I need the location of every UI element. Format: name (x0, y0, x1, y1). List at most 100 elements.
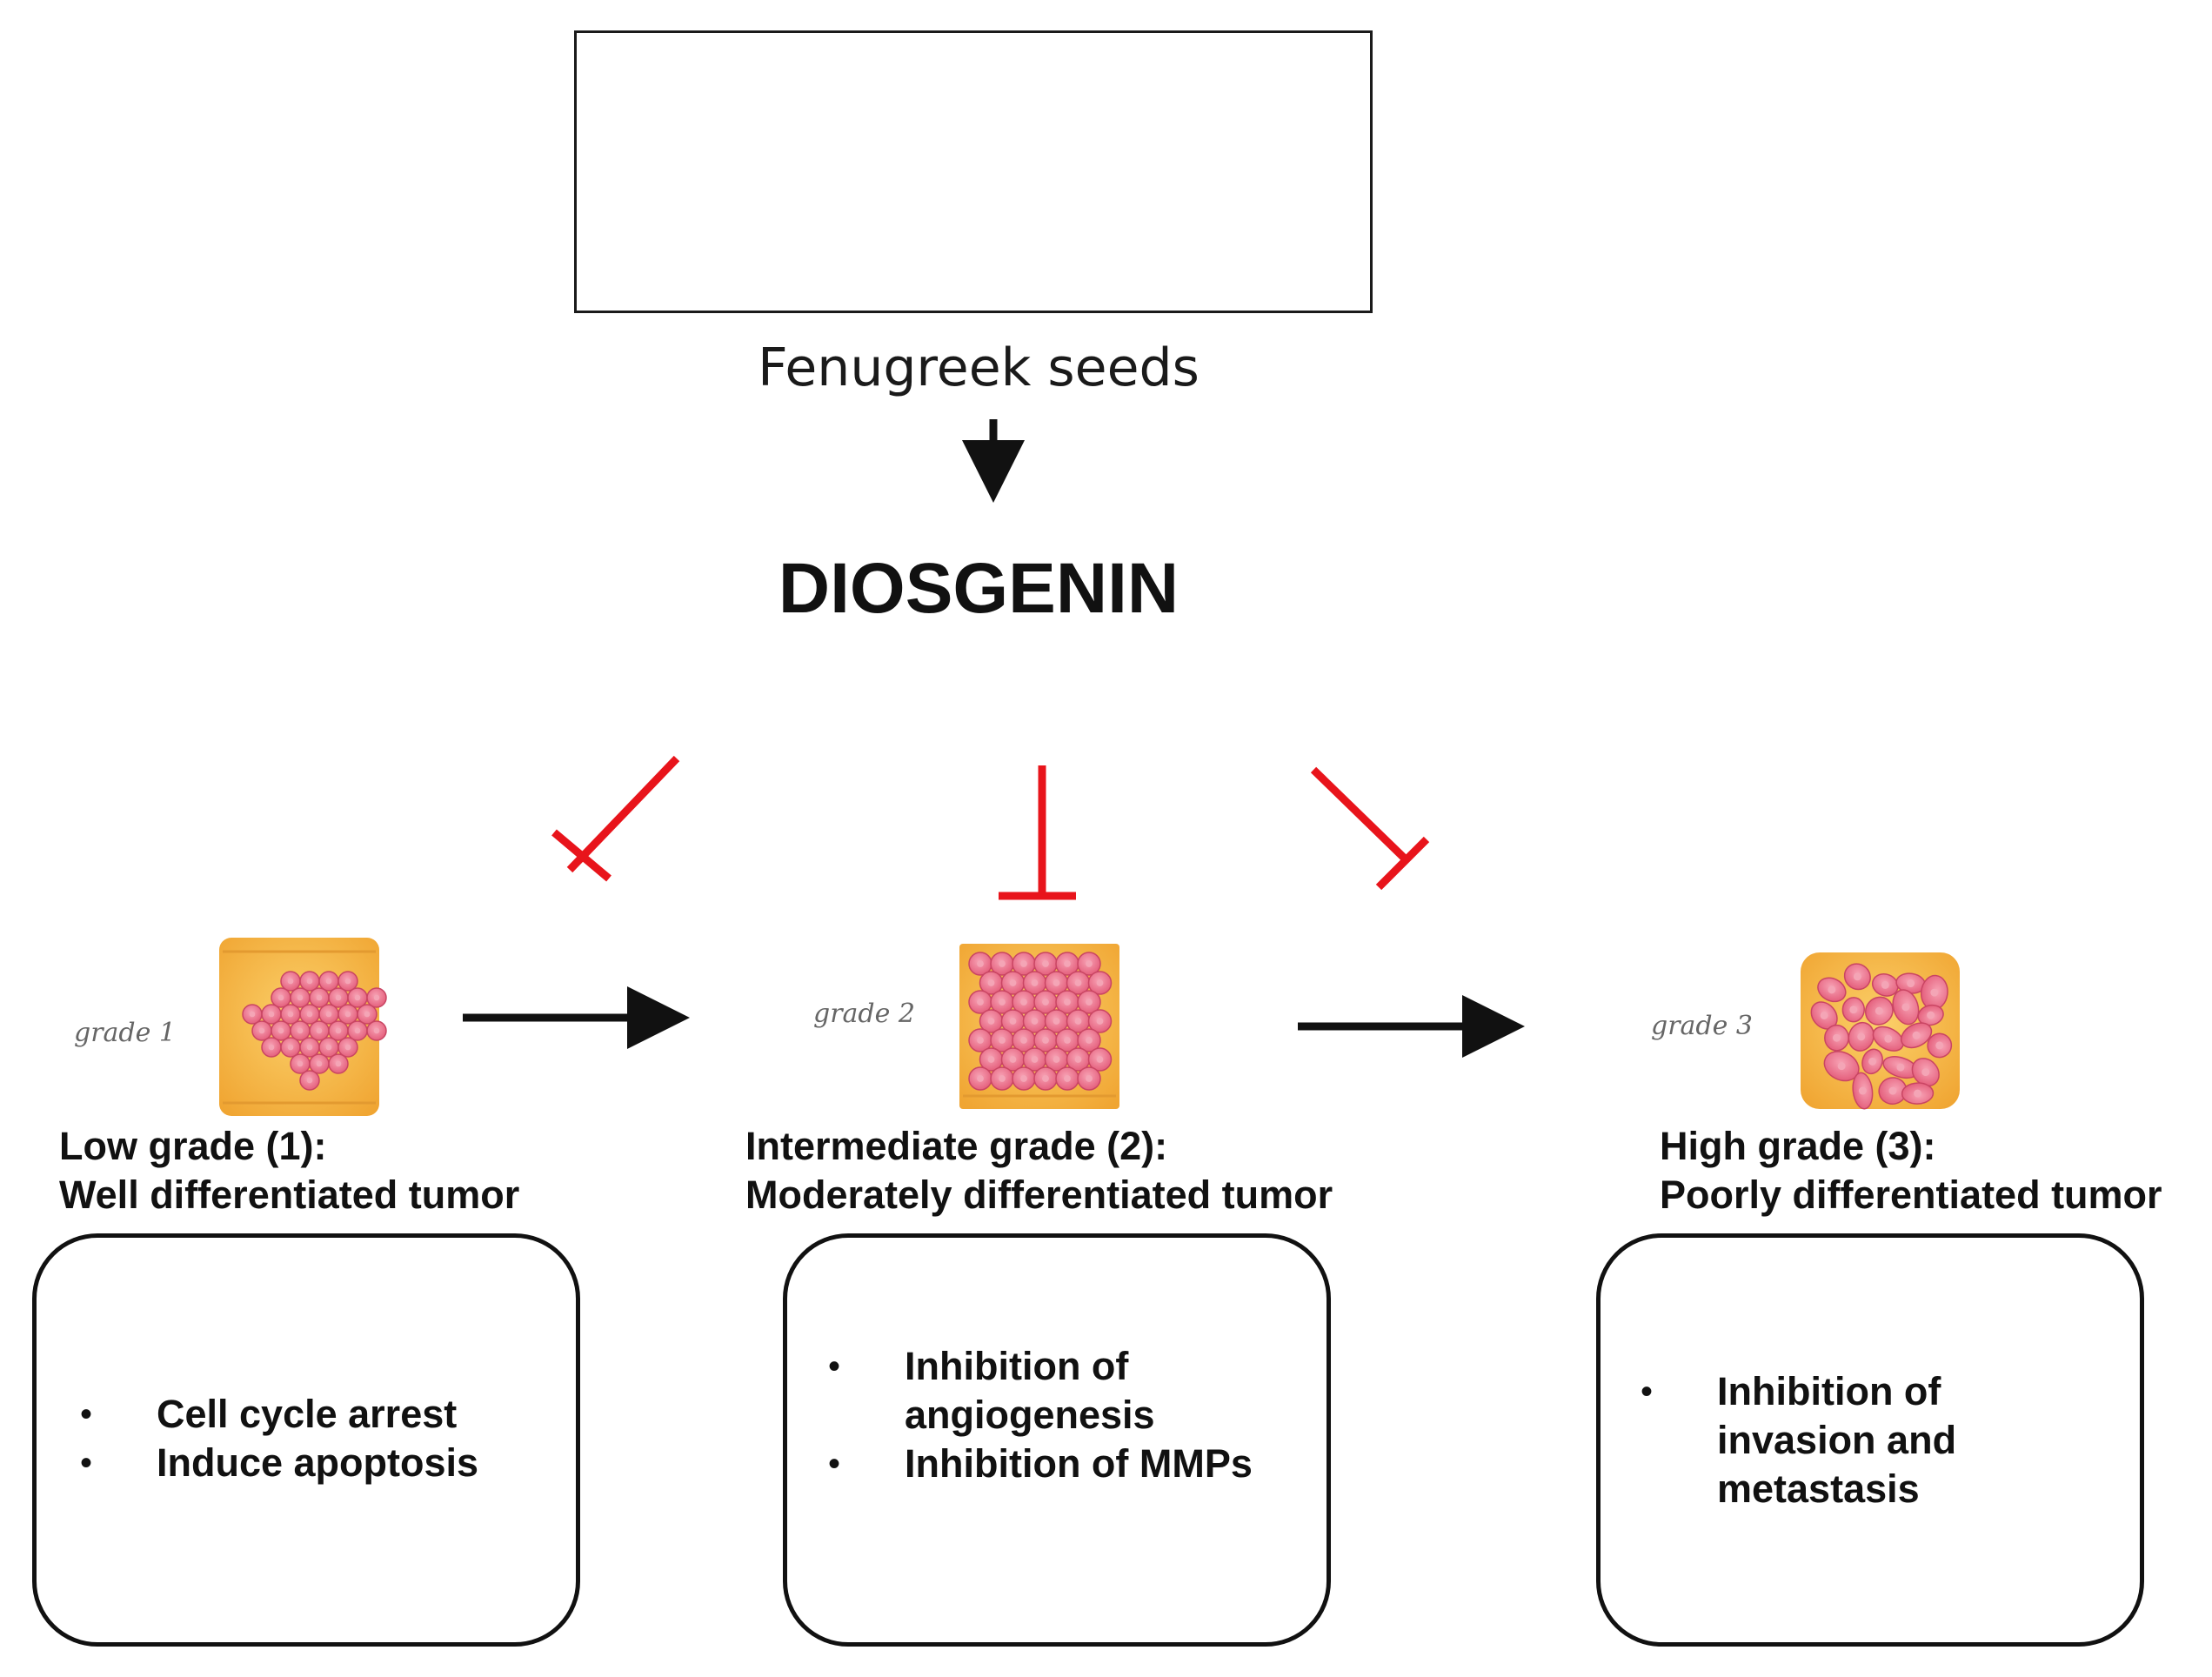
cell-nucleus (1009, 1056, 1017, 1063)
cell-nucleus (1868, 1057, 1877, 1066)
cell-nucleus (1096, 1018, 1104, 1025)
cell-nucleus (1096, 979, 1104, 986)
stage-1-effect: Induce apoptosis (80, 1439, 567, 1487)
cell-nucleus (1064, 999, 1071, 1006)
stage-2-effects-list: Inhibition of angiogenesis Inhibition of… (828, 1342, 1263, 1488)
cell-nucleus (1020, 960, 1027, 967)
tumor-grade-1-icon (219, 938, 387, 1116)
stage-1-title-line-1: Low grade (1): (59, 1124, 327, 1168)
cell-nucleus (1914, 1089, 1922, 1098)
cell-nucleus (1074, 1018, 1082, 1025)
cell-nucleus (1833, 1033, 1841, 1042)
cell-nucleus (297, 1060, 304, 1067)
cell-nucleus (1042, 1037, 1049, 1044)
cell-nucleus (1930, 988, 1939, 997)
stage-3-title-line-1: High grade (3): (1660, 1124, 1936, 1168)
cell-nucleus (306, 1011, 313, 1018)
cell-nucleus (1849, 1006, 1858, 1014)
cell-nucleus (999, 1075, 1006, 1082)
cell-nucleus (316, 1060, 323, 1067)
cell-nucleus (999, 960, 1006, 967)
cell-nucleus (297, 1027, 304, 1034)
cell-nucleus (316, 1027, 323, 1034)
stage-1-effects-list: Cell cycle arrest Induce apoptosis (80, 1390, 567, 1487)
cell-nucleus (325, 1011, 332, 1018)
grade-1-tag: grade 1 (74, 1018, 177, 1048)
cell-nucleus (1086, 1037, 1093, 1044)
cell-nucleus (325, 1044, 332, 1051)
cell-nucleus (1031, 1056, 1039, 1063)
cell-nucleus (1064, 1037, 1071, 1044)
cell-nucleus (1853, 972, 1861, 981)
cell-nucleus (354, 1027, 361, 1034)
compound-name: DIOSGENIN (778, 549, 1180, 628)
cell-nucleus (1020, 1037, 1027, 1044)
cell-nucleus (306, 1044, 313, 1051)
cell-nucleus (1927, 1011, 1935, 1019)
cell-nucleus (316, 994, 323, 1001)
fenugreek-photo-frame (574, 30, 1373, 313)
cell-nucleus (1074, 979, 1082, 986)
stage-3-effects-list: Inhibition of invasion and metastasis (1641, 1367, 2023, 1513)
cell-nucleus (249, 1011, 256, 1018)
cell-nucleus (1031, 1018, 1039, 1025)
cell-nucleus (258, 1027, 265, 1034)
cell-nucleus (277, 1027, 284, 1034)
cell-nucleus (999, 1037, 1006, 1044)
stage-3-title-line-2: Poorly differentiated tumor (1660, 1173, 2162, 1217)
cell-nucleus (1888, 1086, 1897, 1095)
cell-nucleus (987, 1056, 995, 1063)
cell-nucleus (1053, 1056, 1060, 1063)
cell-nucleus (977, 960, 984, 967)
cell-nucleus (987, 979, 995, 986)
cell-nucleus (1935, 1041, 1944, 1050)
cell-nucleus (977, 999, 984, 1006)
cell-nucleus (977, 1037, 984, 1044)
source-label: Fenugreek seeds (758, 337, 1200, 398)
cell-nucleus (1053, 1018, 1060, 1025)
tumor-grade-2-icon (959, 944, 1119, 1109)
cell-nucleus (1837, 1062, 1846, 1071)
cell-nucleus (1053, 979, 1060, 986)
cell-nucleus (1884, 1034, 1893, 1043)
stage-1-title-line-2: Well differentiated tumor (59, 1173, 520, 1217)
cell-nucleus (325, 978, 332, 985)
cell-nucleus (1086, 999, 1093, 1006)
cell-nucleus (1881, 980, 1889, 989)
cell-nucleus (268, 1044, 275, 1051)
inhibition-symbol-grade-2 (999, 765, 1076, 900)
cell-nucleus (1031, 979, 1039, 986)
cell-nucleus (1096, 1056, 1104, 1063)
cell-nucleus (1064, 1075, 1071, 1082)
stage-2-effect: Inhibition of MMPs (828, 1440, 1263, 1488)
cell-nucleus (287, 1011, 294, 1018)
cell-nucleus (297, 994, 304, 1001)
cell-nucleus (1820, 1011, 1828, 1019)
cell-nucleus (335, 994, 342, 1001)
cell-nucleus (287, 1044, 294, 1051)
cell-nucleus (1064, 960, 1071, 967)
cell-nucleus (1009, 1018, 1017, 1025)
cell-nucleus (1074, 1056, 1082, 1063)
cell-nucleus (1901, 1003, 1910, 1012)
inhibition-symbol-grade-1 (551, 755, 680, 882)
stage-1-effect: Cell cycle arrest (80, 1390, 567, 1439)
stage-2-title: Intermediate grade (2): Moderately diffe… (745, 1122, 1333, 1219)
cell-nucleus (1009, 979, 1017, 986)
cell-nucleus (1020, 999, 1027, 1006)
cell-nucleus (999, 999, 1006, 1006)
cell-nucleus (344, 1011, 351, 1018)
cell-nucleus (1042, 1075, 1049, 1082)
cell-nucleus (1875, 1006, 1883, 1015)
stage-3-effect: Inhibition of invasion and metastasis (1641, 1367, 2023, 1513)
grade-2-tag: grade 2 (813, 999, 916, 1029)
cell-nucleus (1086, 1075, 1093, 1082)
stage-2-title-line-1: Intermediate grade (2): (745, 1124, 1168, 1168)
cell-nucleus (364, 1011, 371, 1018)
cell-nucleus (1857, 1032, 1866, 1041)
cell-nucleus (344, 1044, 351, 1051)
grade-3-tag: grade 3 (1651, 1011, 1754, 1041)
cell-nucleus (287, 978, 294, 985)
cell-nucleus (987, 1018, 995, 1025)
cell-nucleus (344, 978, 351, 985)
